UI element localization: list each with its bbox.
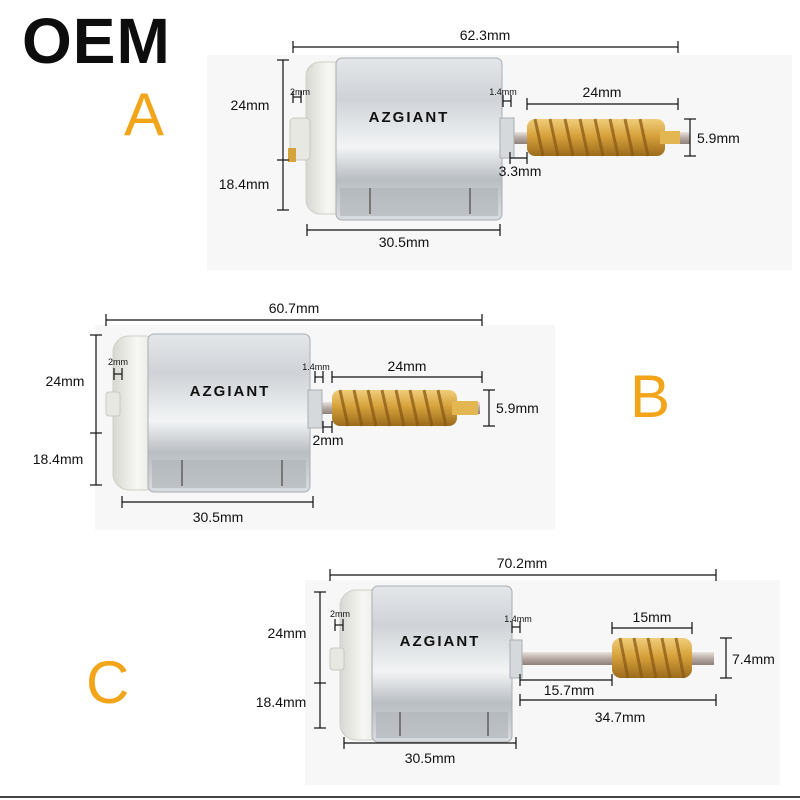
gear-diameter-label: 5.9mm: [496, 400, 539, 416]
shaft-gap-label: 1.4mm: [302, 362, 330, 372]
worm-gear: [527, 118, 680, 157]
upper-height-label: 24mm: [231, 97, 270, 113]
cap-gap-label: 2mm: [330, 609, 350, 619]
shaft-gap-label: 1.4mm: [489, 87, 517, 97]
cap-gap-label: 2mm: [290, 87, 310, 97]
gear-length-label: 24mm: [583, 84, 622, 100]
engraving-text: AZGIANT: [400, 633, 481, 650]
overall-length-label: 60.7mm: [269, 300, 320, 316]
variant-letter-b: B: [630, 363, 671, 430]
motor-can: [147, 333, 323, 493]
engraving-text: AZGIANT: [369, 109, 450, 126]
worm-gear: [612, 637, 692, 679]
lower-height-label: 18.4mm: [219, 176, 270, 192]
motor-can: [371, 585, 523, 743]
variant-letter-c: C: [86, 649, 130, 716]
upper-height-label: 24mm: [268, 625, 307, 641]
variant-letter-a: A: [124, 81, 165, 148]
gear-length-label: 24mm: [388, 358, 427, 374]
motor-can: [335, 57, 515, 221]
engraving-text: AZGIANT: [190, 383, 271, 400]
body-width-label: 30.5mm: [379, 234, 430, 250]
dimension-lines: [314, 569, 732, 749]
gear-length-label: 15mm: [633, 609, 672, 625]
bottom-border: [0, 796, 800, 798]
upper-height-label: 24mm: [46, 373, 85, 389]
brand-label: OEM: [22, 5, 171, 77]
lower-height-label: 18.4mm: [256, 694, 307, 710]
cap-gap-label: 2mm: [108, 357, 128, 367]
gear-diameter-label: 7.4mm: [732, 651, 775, 667]
dimension-lines: [277, 41, 696, 236]
shaft-offset-label: 3.3mm: [499, 163, 542, 179]
dimension-lines: [90, 314, 495, 508]
overall-length-label: 62.3mm: [460, 27, 511, 43]
lower-height-label: 18.4mm: [33, 451, 84, 467]
gear-diameter-label: 5.9mm: [697, 130, 740, 146]
shaft-gap-label: 1.4mm: [504, 614, 532, 624]
shaft-length-label: 34.7mm: [595, 709, 646, 725]
body-width-label: 30.5mm: [193, 509, 244, 525]
worm-gear: [332, 389, 478, 427]
body-width-label: 30.5mm: [405, 750, 456, 766]
overall-length-label: 70.2mm: [497, 555, 548, 571]
shaft-offset-label: 2mm: [312, 432, 343, 448]
shaft-to-gear-label: 15.7mm: [544, 682, 595, 698]
